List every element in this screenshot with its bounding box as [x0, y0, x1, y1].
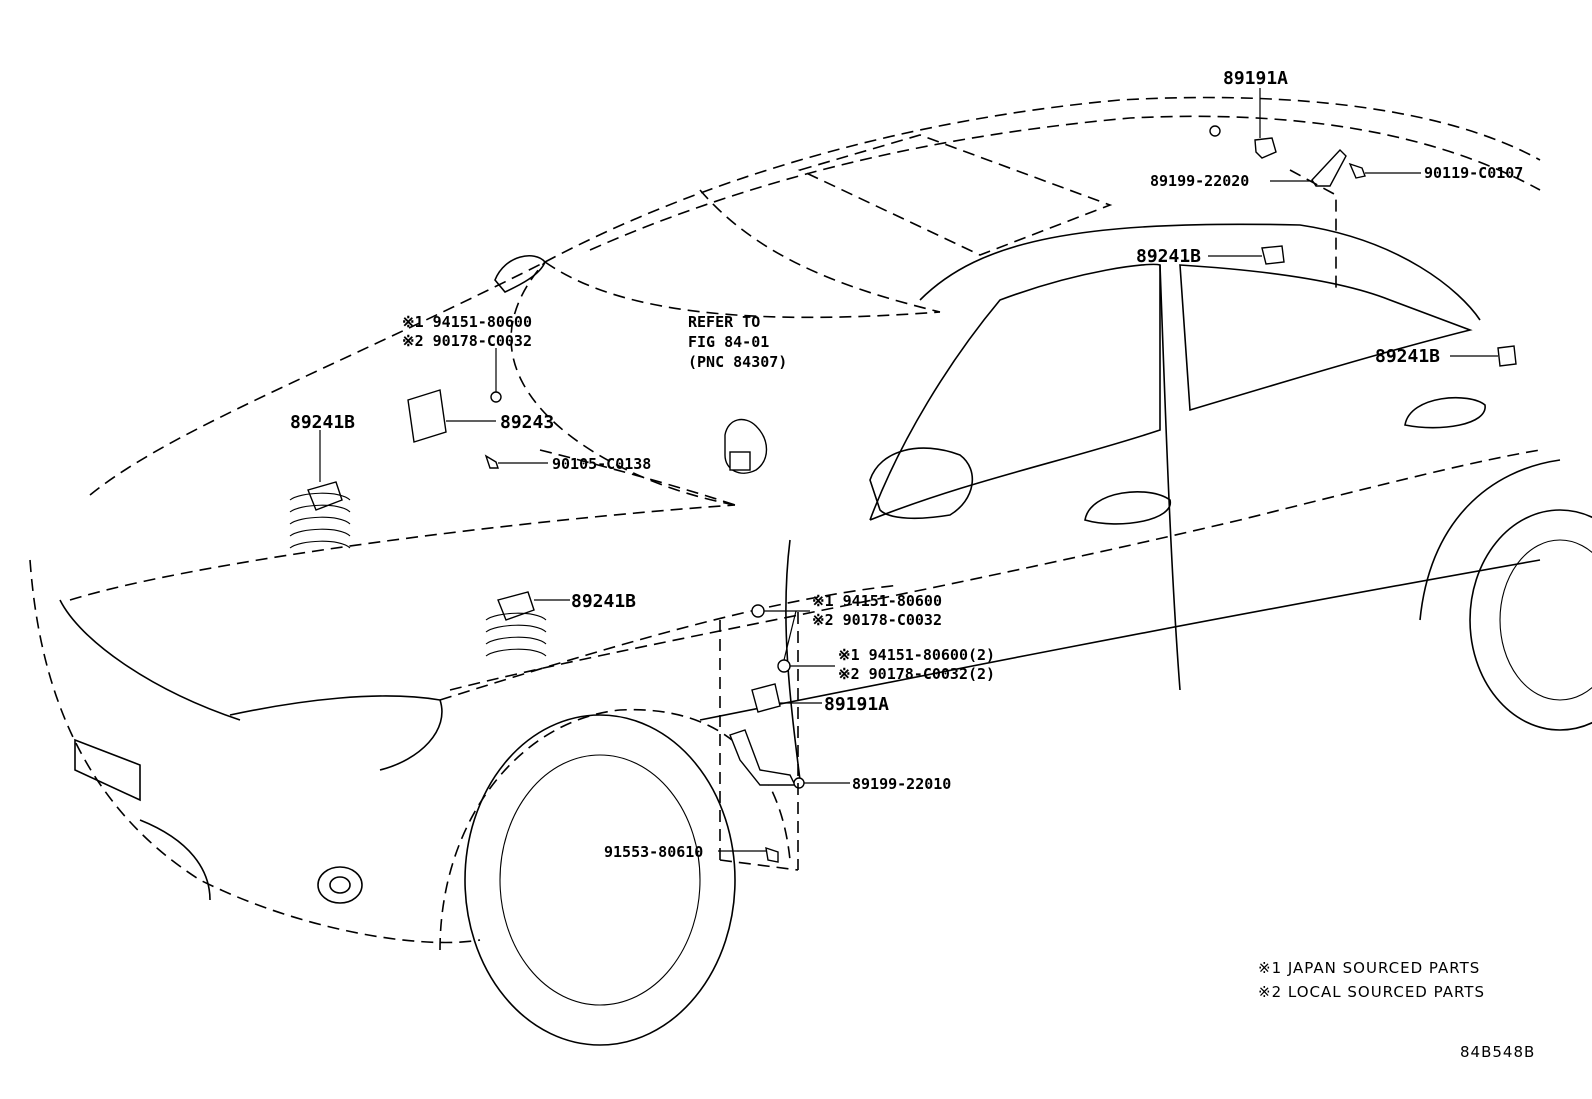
label-ecu-bolt: 90105-C0138	[552, 455, 651, 473]
figure-id: 84B548B	[1460, 1043, 1535, 1061]
label-top-sensor: 89191A	[1223, 68, 1288, 89]
label-ecu-nut-2: ※2 90178-C0032	[402, 332, 532, 350]
label-refer-1: REFER TO	[688, 313, 760, 331]
hood-sensor	[289, 481, 351, 549]
pillar-sensor	[1261, 245, 1285, 265]
label-front-bracket: 89199-22010	[852, 775, 951, 793]
label-refer-2: FIG 84-01	[688, 333, 769, 351]
legend: ※1 JAPAN SOURCED PARTS ※2 LOCAL SOURCED …	[1258, 959, 1485, 1001]
legend-note-1: ※1 JAPAN SOURCED PARTS	[1258, 959, 1480, 977]
label-front-nut2-1: ※1 94151-80600(2)	[838, 646, 995, 664]
leader-lines	[319, 88, 1498, 852]
label-rear-sensor: 89241B	[1375, 346, 1440, 367]
parts	[289, 125, 1517, 871]
front-height-sensor	[751, 683, 781, 713]
front-sensor	[485, 591, 547, 657]
label-hood-sensor: 89241B	[290, 412, 355, 433]
label-front-height-sensor: 89191A	[824, 694, 889, 715]
car-outline	[29, 96, 1592, 1046]
front-bracket	[729, 729, 797, 786]
part-labels: 89191A 89199-22020 90119-C0107 89241B 89…	[290, 68, 1523, 861]
label-front-nut2-2: ※2 90178-C0032(2)	[838, 665, 995, 683]
label-front-bolt: 91553-80610	[604, 843, 703, 861]
label-top-bolt: 90119-C0107	[1424, 164, 1523, 182]
label-front-sensor: 89241B	[571, 591, 636, 612]
top-bracket	[1311, 148, 1347, 187]
label-front-nut-2: ※2 90178-C0032	[812, 611, 942, 629]
rear-sensor	[1497, 345, 1517, 367]
label-top-bracket: 89199-22020	[1150, 172, 1249, 190]
top-height-sensor	[1254, 137, 1277, 159]
label-pillar-sensor: 89241B	[1136, 246, 1201, 267]
legend-note-2: ※2 LOCAL SOURCED PARTS	[1258, 983, 1485, 1001]
label-ecu: 89243	[500, 412, 554, 433]
label-refer-3: (PNC 84307)	[688, 353, 787, 371]
ecu-box	[407, 389, 447, 443]
label-front-nut-1: ※1 94151-80600	[812, 592, 942, 610]
label-ecu-nut-1: ※1 94151-80600	[402, 313, 532, 331]
